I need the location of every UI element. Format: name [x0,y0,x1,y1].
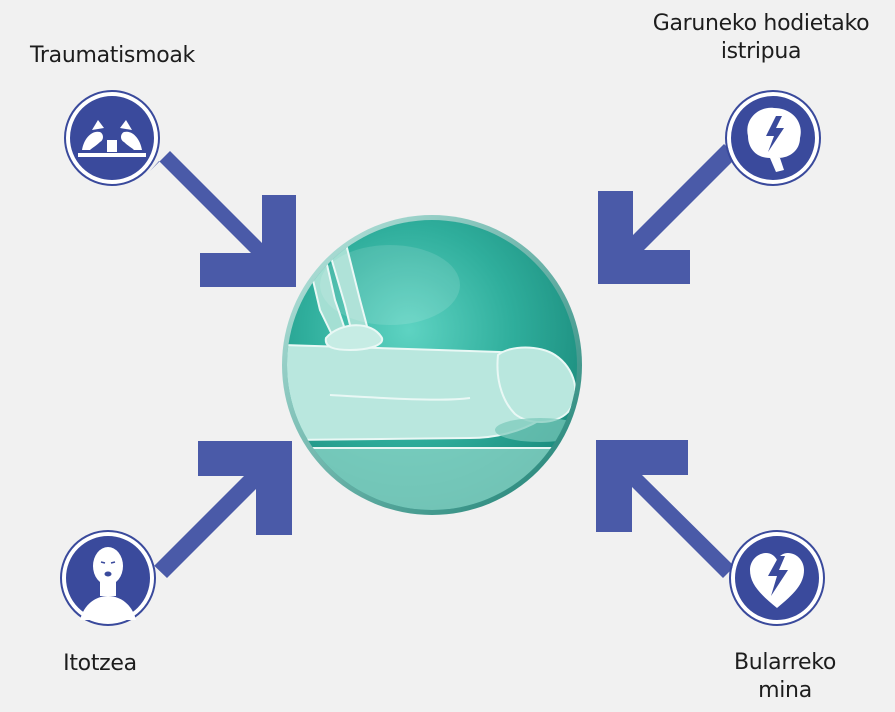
label-stroke-line2: istripua [720,39,802,64]
arrow-from-stroke [598,144,746,284]
trauma-icon-circle [64,90,160,186]
label-chest-pain-line2: mina [758,678,812,703]
label-choking-text: Itotzea [63,651,137,676]
brain-icon [747,107,801,172]
injury-icon [78,120,146,157]
label-choking: Itotzea [30,650,170,678]
arrow-from-trauma [150,151,296,287]
label-stroke: Garuneko hodietako istripua [630,10,892,66]
cpr-sphere [282,215,582,515]
choking-icon-circle [60,530,156,626]
chest-pain-icon-circle [729,530,825,626]
choking-icon [80,547,136,620]
broken-heart-icon [750,553,804,608]
label-trauma: Traumatismoak [10,42,215,70]
label-stroke-line1: Garuneko hodietako [652,11,870,36]
stroke-icon-circle [725,90,821,186]
arrow-from-chest-pain [596,440,745,578]
label-chest-pain: Bularreko mina [705,649,865,705]
label-trauma-text: Traumatismoak [30,43,195,68]
label-chest-pain-line1: Bularreko [733,650,837,675]
arrow-from-choking [144,441,292,578]
cpr-illustration [287,220,577,510]
